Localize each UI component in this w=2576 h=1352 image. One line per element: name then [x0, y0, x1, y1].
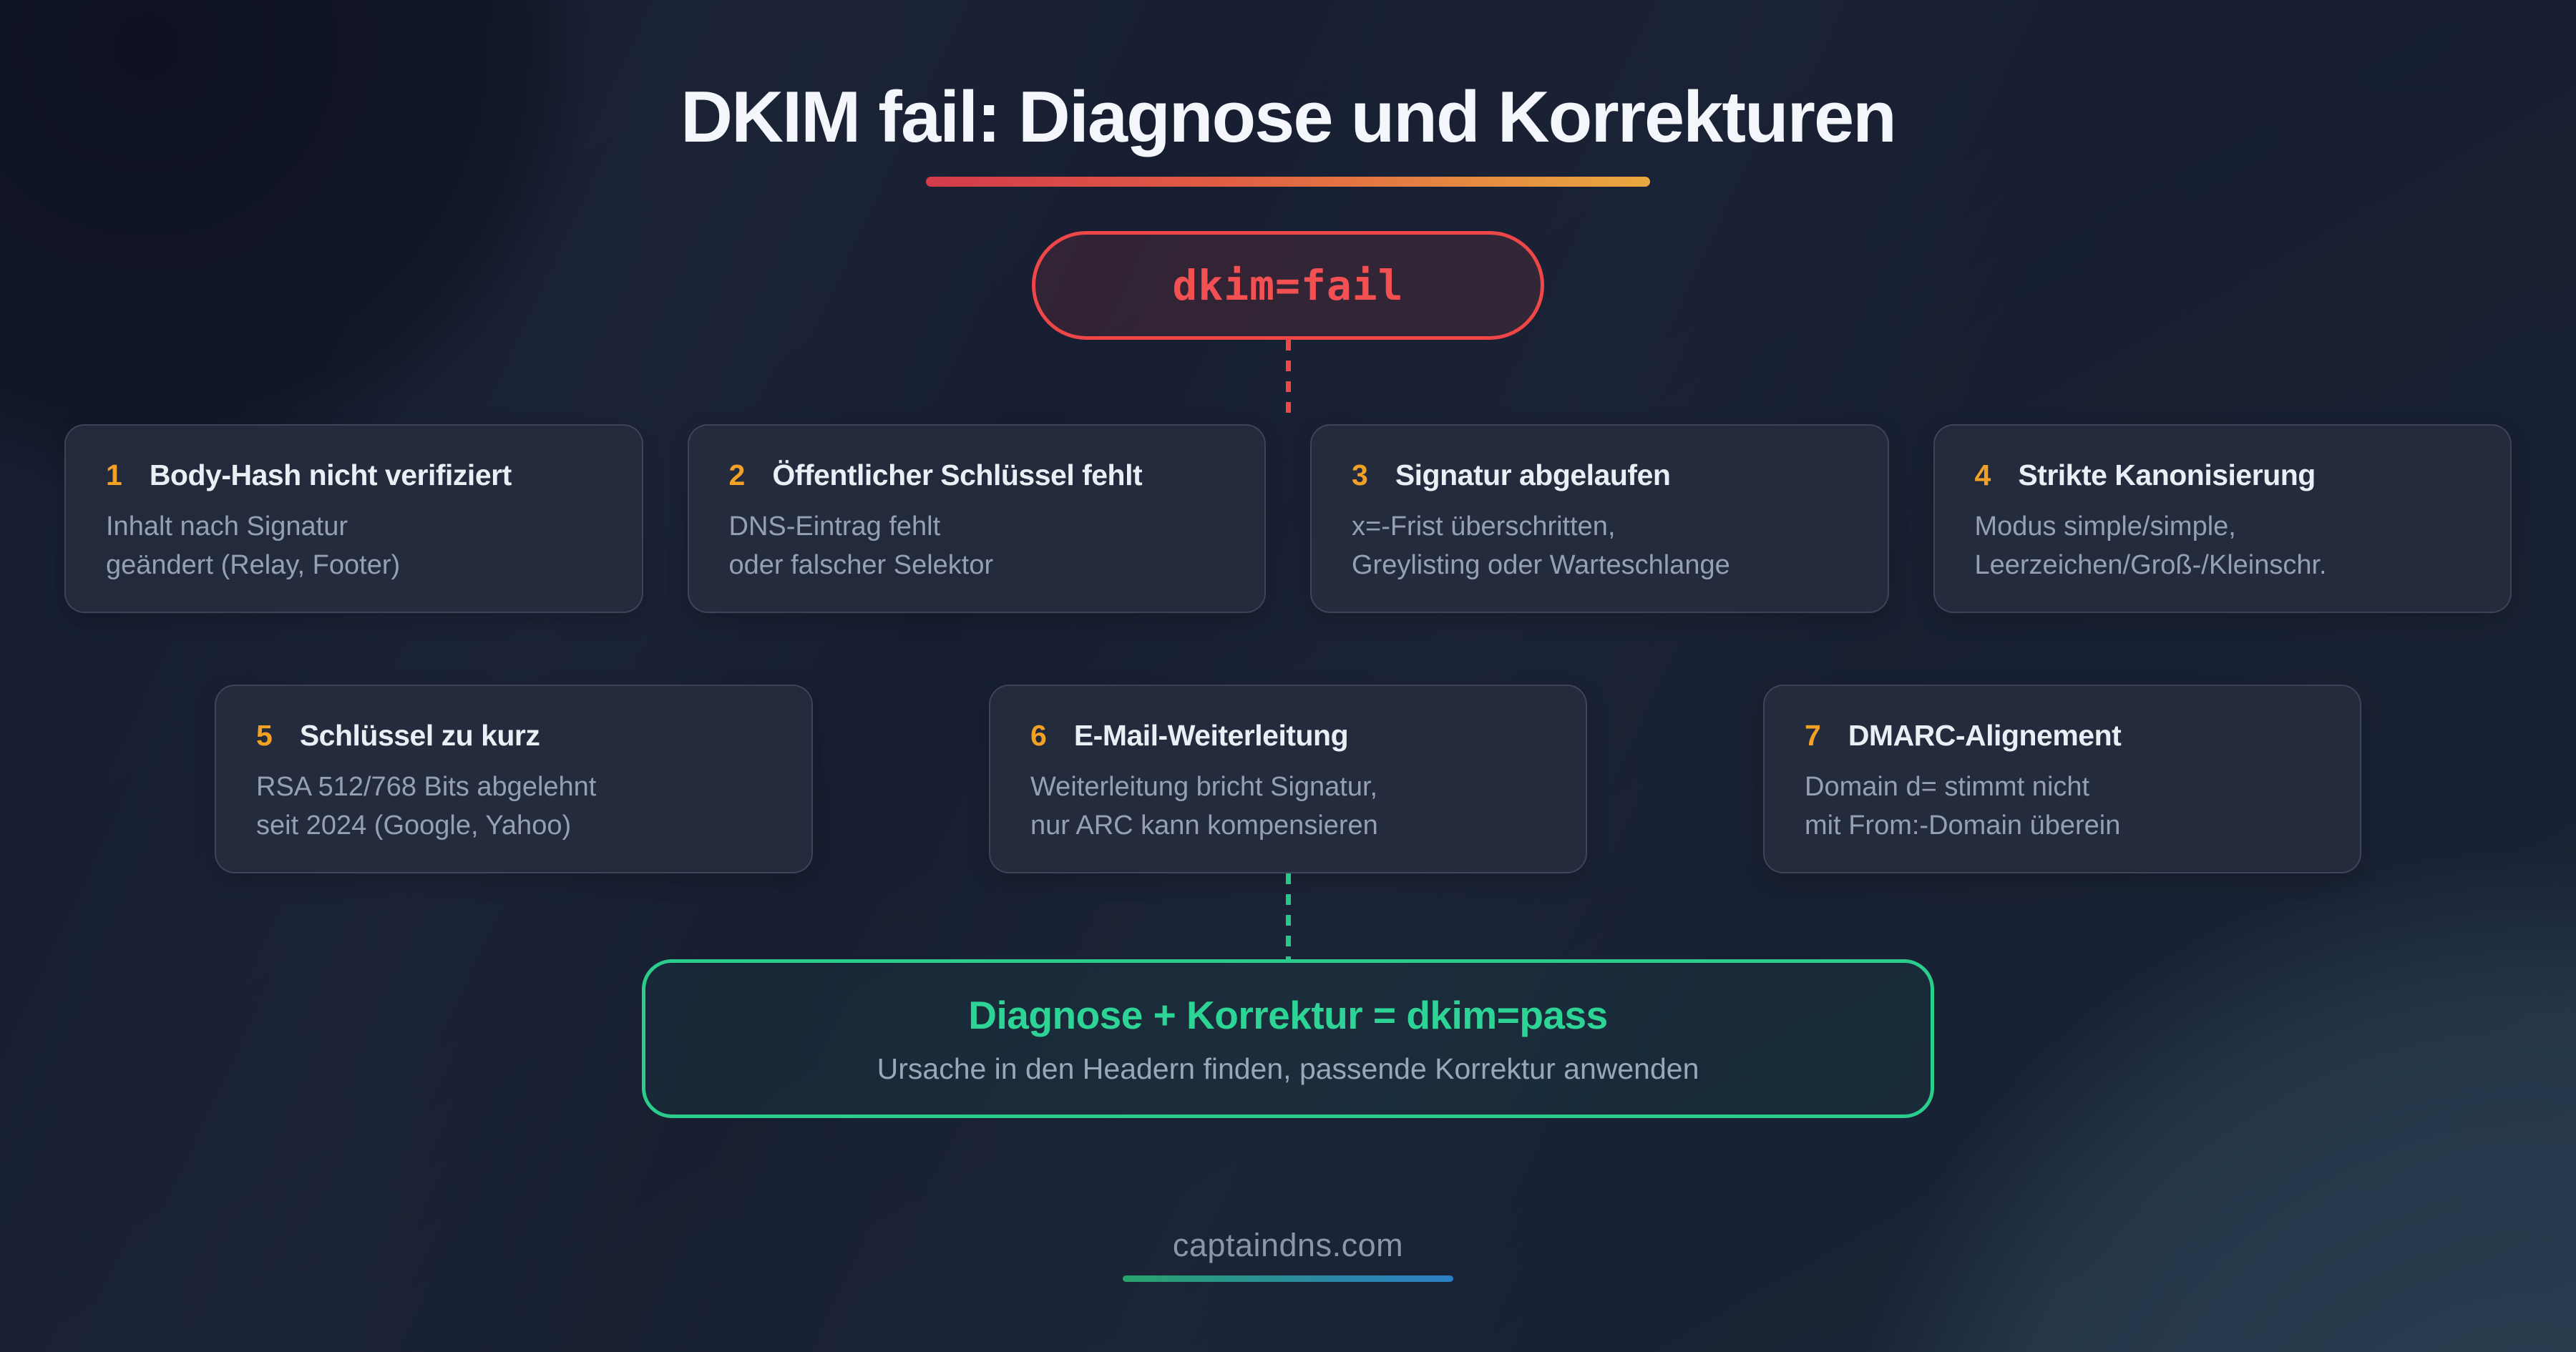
- result-title: Diagnose + Korrektur = dkim=pass: [968, 992, 1608, 1037]
- cause-description: Weiterleitung bricht Signatur, nur ARC k…: [1030, 768, 1546, 846]
- cause-title: Body-Hash nicht verifiziert: [149, 459, 512, 492]
- cause-description: DNS-Eintrag fehlt oder falscher Selektor: [729, 508, 1225, 585]
- cause-card-2-header: 2 Öffentlicher Schlüssel fehlt: [729, 459, 1225, 492]
- cause-description-line1: Domain d= stimmt nicht: [1805, 772, 2090, 803]
- cause-card-5-header: 5 Schlüssel zu kurz: [256, 719, 771, 753]
- cause-card-6: 6 E-Mail-Weiterleitung Weiterleitung bri…: [989, 685, 1587, 874]
- cause-card-3-header: 3 Signatur abgelaufen: [1352, 459, 1848, 492]
- cause-description-line1: Weiterleitung bricht Signatur,: [1030, 772, 1378, 803]
- cause-description-line2: geändert (Relay, Footer): [106, 550, 401, 581]
- cause-title: Schlüssel zu kurz: [299, 719, 540, 753]
- cause-card-3: 3 Signatur abgelaufen x=-Frist überschri…: [1310, 424, 1889, 614]
- cause-title: Strikte Kanonisierung: [2018, 459, 2316, 492]
- cause-description-line2: oder falscher Selektor: [728, 550, 994, 581]
- cause-number: 3: [1352, 459, 1368, 492]
- causes-row-1: 1 Body-Hash nicht verifiziert Inhalt nac…: [64, 424, 2512, 614]
- cause-card-1: 1 Body-Hash nicht verifiziert Inhalt nac…: [64, 424, 643, 614]
- page-title: DKIM fail: Diagnose und Korrekturen: [680, 77, 1897, 157]
- cause-description-line1: RSA 512/768 Bits abgelehnt: [256, 772, 597, 803]
- cause-description-line1: x=-Frist überschritten,: [1352, 511, 1616, 542]
- cause-description-line1: Inhalt nach Signatur: [106, 511, 348, 542]
- cause-description: Modus simple/simple, Leerzeichen/Groß-/K…: [1975, 508, 2471, 585]
- dkim-fail-badge: dkim=fail: [1032, 231, 1544, 341]
- cause-card-5: 5 Schlüssel zu kurz RSA 512/768 Bits abg…: [215, 685, 813, 874]
- connector-causes-to-result: [1285, 873, 1291, 960]
- causes-row-2: 5 Schlüssel zu kurz RSA 512/768 Bits abg…: [215, 685, 2361, 874]
- source-underline-accent: [1123, 1275, 1453, 1283]
- cause-title: Signatur abgelaufen: [1395, 459, 1671, 492]
- cause-card-4-header: 4 Strikte Kanonisierung: [1975, 459, 2471, 492]
- cause-description-line2: nur ARC kann kompensieren: [1030, 810, 1378, 841]
- cause-card-2: 2 Öffentlicher Schlüssel fehlt DNS-Eintr…: [687, 424, 1266, 614]
- cause-description-line2: seit 2024 (Google, Yahoo): [256, 810, 572, 841]
- cause-card-4: 4 Strikte Kanonisierung Modus simple/sim…: [1933, 424, 2512, 614]
- connector-fail-to-causes: [1285, 340, 1291, 421]
- cause-card-7-header: 7 DMARC-Alignement: [1805, 719, 2320, 753]
- cause-number: 7: [1805, 719, 1821, 753]
- cause-card-6-header: 6 E-Mail-Weiterleitung: [1030, 719, 1546, 753]
- source-domain-label: captaindns.com: [1172, 1227, 1404, 1264]
- content: DKIM fail: Diagnose und Korrekturen dkim…: [64, 77, 2512, 1283]
- cause-description-line2: Greylisting oder Warteschlange: [1352, 550, 1730, 581]
- cause-title: DMARC-Alignement: [1848, 719, 2122, 753]
- result-subtitle: Ursache in den Headern finden, passende …: [877, 1052, 1699, 1085]
- cause-number: 2: [728, 459, 746, 492]
- cause-description-line1: DNS-Eintrag fehlt: [728, 511, 941, 542]
- cause-description: RSA 512/768 Bits abgelehnt seit 2024 (Go…: [256, 768, 771, 846]
- cause-title: Öffentlicher Schlüssel fehlt: [772, 459, 1143, 492]
- dkim-fail-badge-label: dkim=fail: [1172, 261, 1404, 310]
- cause-description-line2: Leerzeichen/Groß-/Kleinschr.: [1974, 550, 2327, 581]
- cause-number: 5: [256, 719, 273, 753]
- cause-number: 1: [106, 459, 122, 492]
- cause-description: Domain d= stimmt nicht mit From:-Domain …: [1805, 768, 2320, 846]
- cause-description: Inhalt nach Signatur geändert (Relay, Fo…: [106, 508, 602, 585]
- cause-description: x=-Frist überschritten, Greylisting oder…: [1352, 508, 1848, 585]
- cause-card-7: 7 DMARC-Alignement Domain d= stimmt nich…: [1763, 685, 2361, 874]
- cause-title: E-Mail-Weiterleitung: [1073, 719, 1349, 753]
- dkim-pass-result-box: Diagnose + Korrektur = dkim=pass Ursache…: [642, 959, 1934, 1119]
- footer: captaindns.com: [1123, 1227, 1453, 1283]
- cause-card-1-header: 1 Body-Hash nicht verifiziert: [106, 459, 602, 492]
- cause-number: 6: [1030, 719, 1047, 753]
- title-underline-accent: [926, 177, 1650, 187]
- cause-number: 4: [1974, 459, 1991, 492]
- cause-description-line1: Modus simple/simple,: [1974, 511, 2236, 542]
- cause-description-line2: mit From:-Domain überein: [1805, 810, 2121, 841]
